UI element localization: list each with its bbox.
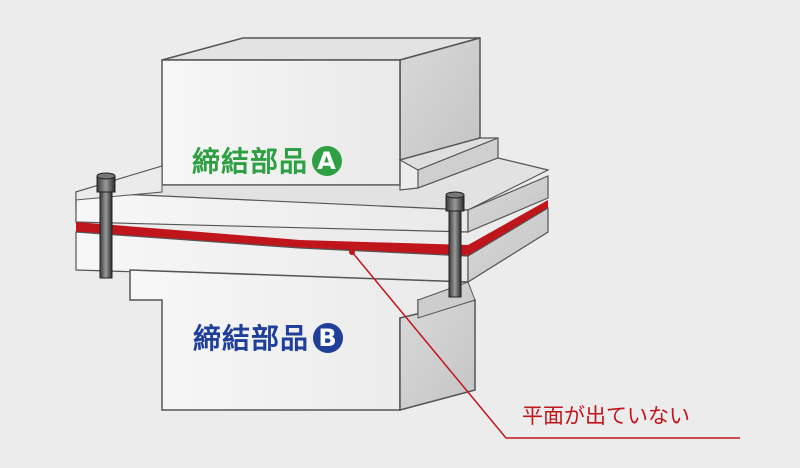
- bolt-left-head-top: [96, 172, 116, 180]
- bolt-right-head-top: [445, 191, 465, 199]
- callout-leader-line: [351, 251, 740, 439]
- bolt-right-shaft: [448, 210, 462, 298]
- part-a-flange-side: [467, 175, 549, 233]
- part-b-letter-badge: B: [313, 323, 344, 353]
- part-b-flange-side: [467, 206, 549, 284]
- part-a-letter-badge: A: [312, 146, 343, 176]
- gap-line: [76, 200, 548, 256]
- part-a-block: [75, 37, 550, 233]
- callout-text: 平面が出ていない: [522, 404, 690, 428]
- bolt-right: [445, 191, 465, 298]
- part-a-label-text: 締結部品: [192, 145, 309, 178]
- callout-leader-dot: [349, 249, 355, 255]
- part-b-label-text: 締結部品: [193, 322, 310, 355]
- bolt-left-shaft: [99, 191, 113, 279]
- part-b-block: [75, 206, 549, 411]
- bolt-left: [96, 172, 116, 279]
- callout-leader: [349, 249, 740, 439]
